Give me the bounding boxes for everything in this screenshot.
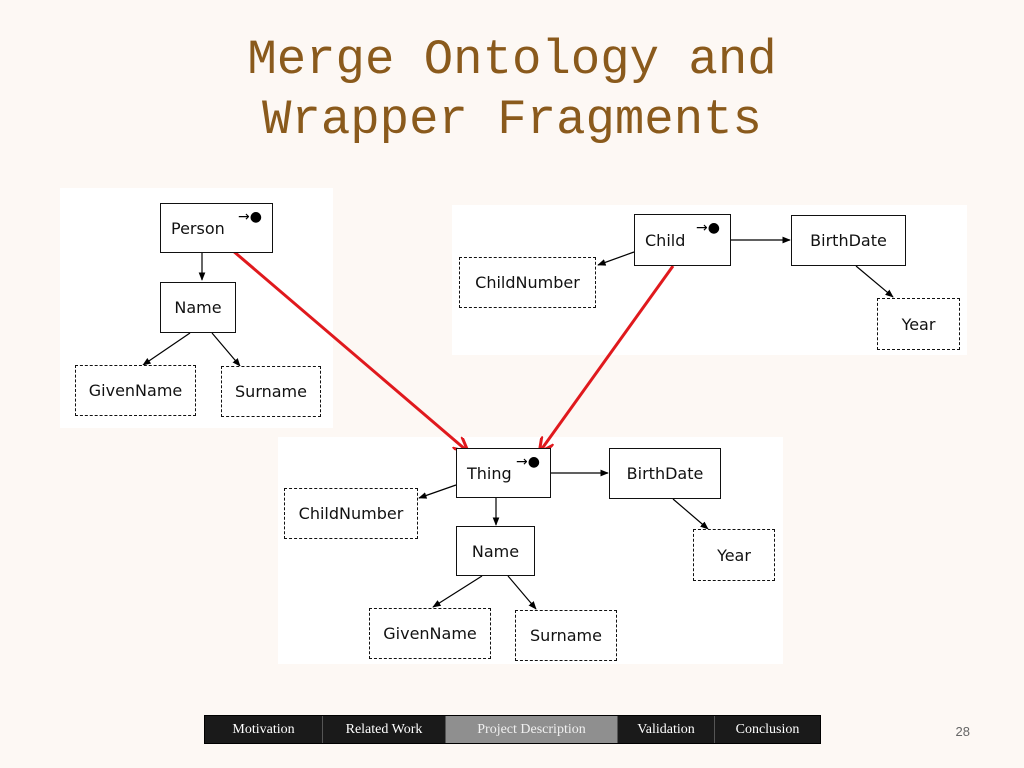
node-person-label: Person [171, 218, 225, 238]
node-birthdate: BirthDate [791, 215, 906, 266]
edge-name-givenname [142, 332, 191, 366]
node-birthdate-merged: BirthDate [609, 448, 721, 499]
node-birthdate-label: BirthDate [810, 231, 887, 250]
node-givenname-label: GivenName [88, 381, 183, 400]
node-givenname: GivenName [75, 365, 196, 416]
node-child-label: Child [645, 230, 686, 250]
edge-name-surname [211, 332, 241, 367]
node-surname-merged: Surname [515, 610, 617, 661]
edge-child-childnumber [597, 251, 635, 266]
node-childnumber-merged: ChildNumber [284, 488, 418, 539]
key-arrow-dot-icon: →● [238, 209, 262, 225]
nav-item-project-description[interactable]: Project Description [446, 716, 618, 743]
node-name: Name [160, 282, 236, 333]
section-nav: Motivation Related Work Project Descript… [204, 715, 821, 744]
node-birthdate-merged-label: BirthDate [626, 464, 704, 483]
node-childnumber-label: ChildNumber [475, 273, 580, 292]
edge-name-givenname-merged [432, 575, 483, 608]
merge-arrow-child-to-thing [541, 265, 675, 450]
node-surname-label: Surname [235, 382, 307, 401]
key-arrow-dot-icon: →● [516, 454, 540, 470]
node-name-merged: Name [456, 526, 535, 576]
page-number: 28 [955, 724, 970, 739]
node-name-label: Name [174, 298, 222, 317]
node-thing: Thing →● [456, 448, 551, 498]
edge-birthdate-year [855, 265, 894, 298]
node-year-merged: Year [693, 529, 775, 581]
node-person: Person →● [160, 203, 273, 253]
key-arrow-dot-icon: →● [696, 220, 720, 236]
edge-birthdate-year-merged [672, 498, 709, 530]
node-name-merged-label: Name [471, 541, 520, 561]
node-year: Year [877, 298, 960, 350]
nav-item-related-work[interactable]: Related Work [323, 716, 446, 743]
merge-arrow-person-to-thing [231, 248, 466, 450]
nav-item-conclusion[interactable]: Conclusion [715, 716, 820, 743]
title-line-2: Wrapper Fragments [262, 92, 762, 148]
node-childnumber: ChildNumber [459, 257, 596, 308]
slide-title: Merge Ontology and Wrapper Fragments [0, 30, 1024, 150]
node-givenname-merged: GivenName [369, 608, 491, 659]
title-line-1: Merge Ontology and [247, 32, 777, 88]
edge-name-surname-merged [507, 575, 537, 610]
node-surname: Surname [221, 366, 321, 417]
nav-item-motivation[interactable]: Motivation [205, 716, 323, 743]
node-child: Child →● [634, 214, 731, 266]
node-childnumber-merged-label: ChildNumber [298, 504, 404, 523]
node-year-label: Year [901, 314, 936, 334]
node-givenname-merged-label: GivenName [383, 624, 477, 643]
nav-item-validation[interactable]: Validation [618, 716, 715, 743]
node-thing-label: Thing [467, 463, 512, 483]
edge-thing-childnumber [418, 484, 457, 499]
node-surname-merged-label: Surname [530, 626, 602, 645]
node-year-merged-label: Year [717, 545, 751, 565]
